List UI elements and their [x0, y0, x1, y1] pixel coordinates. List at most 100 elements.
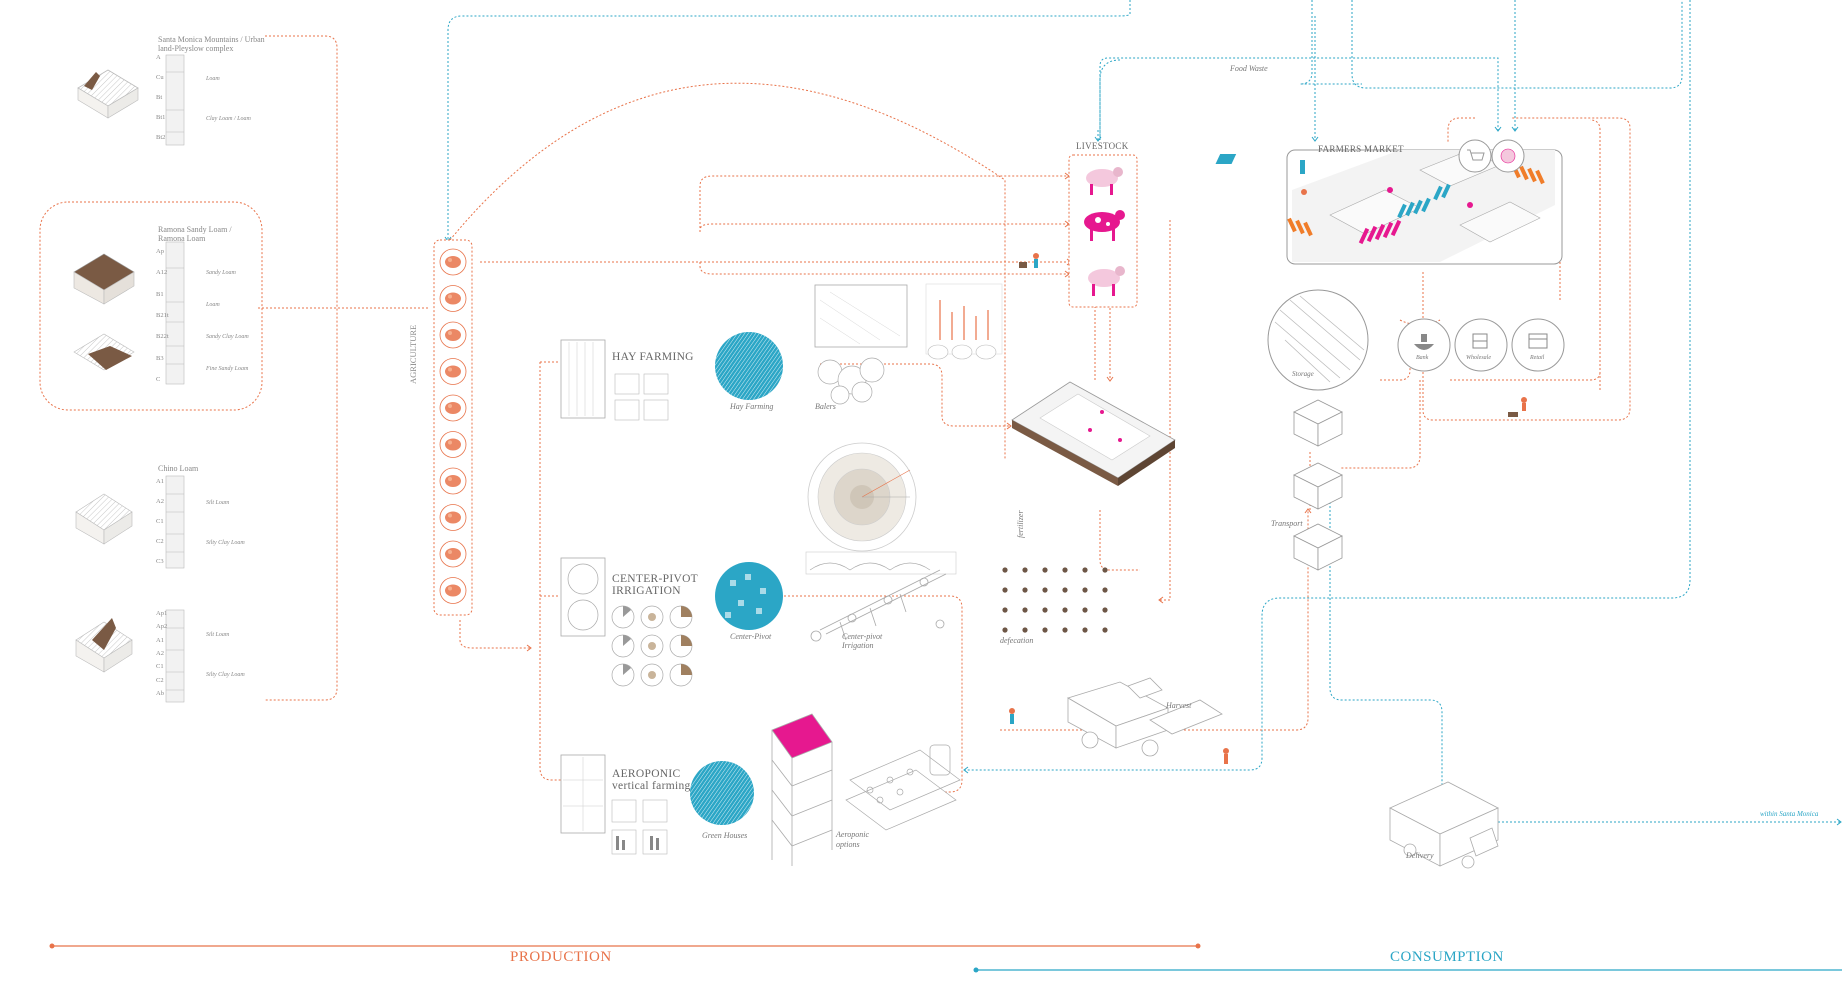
- cow-icon: [1088, 266, 1125, 296]
- dot: [1062, 567, 1068, 573]
- soil-title-1: Santa Monica Mountains / Urban land-Pley…: [158, 35, 265, 53]
- fertilizer-label: fertilizer: [1016, 510, 1025, 538]
- defecation-dots: [1002, 567, 1108, 633]
- aeroponic: [560, 713, 961, 866]
- soil-horizon-label: A12: [156, 269, 168, 277]
- produce-icon: [439, 431, 467, 458]
- phase-bars: [49, 943, 1842, 973]
- soil-horizon-label: Ap1: [156, 610, 168, 617]
- dot: [1022, 587, 1028, 593]
- soil-horizon-label: Bt1: [156, 114, 166, 121]
- aero-system-caption-1: Aeroponic: [836, 830, 870, 839]
- agriculture-column: [433, 239, 473, 616]
- pivot-title-1: CENTER-PIVOT: [612, 573, 699, 585]
- dot: [1042, 627, 1048, 633]
- pivot-title-2: IRRIGATION: [612, 585, 681, 597]
- delivery-truck: [1389, 781, 1499, 869]
- soil-horizon-label: B22t: [156, 333, 169, 341]
- soil-title-3: Chino Loam: [158, 464, 199, 473]
- harvester: [1067, 677, 1223, 757]
- dot: [1022, 627, 1028, 633]
- soil-horizon-label: C2: [156, 676, 164, 684]
- soil-texture-label: Sandy Loam: [206, 270, 236, 276]
- hay-farming: [560, 283, 1003, 421]
- food-waste-label: Food Waste: [1230, 64, 1268, 73]
- market-stalls: [1215, 154, 1545, 245]
- dot: [1022, 607, 1028, 613]
- soil-horizon-label: C2: [156, 538, 164, 545]
- dot: [1082, 607, 1088, 613]
- soil-block-1: [77, 54, 185, 146]
- harvest-label: Harvest: [1166, 701, 1192, 710]
- storage-circle: [1267, 289, 1369, 391]
- cow-icon: [1084, 210, 1125, 241]
- retail-circles: [1397, 318, 1565, 372]
- soil-texture-label: Silty Clay Loam: [206, 540, 245, 546]
- soil-horizon-label: Cu: [156, 74, 164, 81]
- pivot-system-sketch: [810, 569, 947, 642]
- soil-horizon-label: A2: [156, 498, 164, 505]
- livestock-box: [1068, 154, 1138, 308]
- livestock-label: LIVESTOCK: [1076, 141, 1129, 151]
- wholesale-label: Wholesale: [1466, 355, 1491, 361]
- produce-icon: [439, 540, 467, 568]
- consumption-label: CONSUMPTION: [1390, 949, 1504, 965]
- center-pivot: [560, 442, 957, 687]
- soil-horizon-label: A: [156, 54, 161, 61]
- dot: [1102, 627, 1108, 633]
- dot: [1002, 567, 1008, 573]
- soil-horizon-label: C1: [156, 518, 164, 525]
- vertical-farm-tower: [771, 713, 833, 866]
- dot: [1062, 587, 1068, 593]
- retail-icon: [1511, 318, 1565, 372]
- livestock-yard: [1011, 381, 1176, 486]
- soil-horizon-label: Ap: [156, 248, 164, 255]
- pivot-sample-circle: [640, 663, 664, 687]
- retail-label: Retail: [1530, 355, 1545, 361]
- agriculture-icons: [439, 248, 467, 604]
- dot: [1062, 607, 1068, 613]
- pivot-circle-caption: Center-Pivot: [730, 632, 772, 641]
- dot: [1082, 627, 1088, 633]
- soil-horizon-label: B1: [156, 290, 164, 298]
- pivot-circle: [715, 562, 783, 630]
- pivot-sample-circle: [669, 663, 693, 687]
- dot: [1002, 627, 1008, 633]
- storage-boxes: [1293, 399, 1343, 571]
- dot: [1102, 607, 1108, 613]
- aero-title-1: AEROPONIC: [612, 768, 681, 780]
- soil-texture-label: Clay Loam / Loam: [206, 116, 251, 122]
- soil-horizon-label: Bt2: [156, 134, 166, 141]
- agriculture-label: AGRICULTURE: [408, 324, 418, 384]
- greenhouse-caption: Green Houses: [702, 831, 748, 840]
- aeroponic-racks: [845, 744, 961, 831]
- produce-icon: [439, 467, 467, 495]
- people: [1009, 253, 1527, 764]
- hay-title: HAY FARMING: [612, 351, 694, 363]
- pivot-sample-circle: [669, 605, 693, 629]
- soil-horizon-label: Ap2: [156, 623, 168, 631]
- dot: [1102, 587, 1108, 593]
- dot: [1042, 587, 1048, 593]
- pivot-sample-circle: [640, 634, 664, 658]
- soil-horizon-label: C1: [156, 663, 164, 671]
- cart-icon: [1458, 139, 1492, 173]
- hay-circle-caption: Hay Farming: [730, 402, 774, 411]
- within-santa-monica-label: within Santa Monica: [1760, 810, 1819, 818]
- consumption-flows: [444, 0, 1842, 826]
- soil-texture-label: Sandy Clay Loam: [206, 334, 249, 340]
- produce-icon: [439, 248, 467, 276]
- dot: [1042, 567, 1048, 573]
- aero-system-caption-2: options: [836, 840, 860, 849]
- pivot-sample-circle: [611, 634, 635, 658]
- pivot-system-caption-2: Irrigation: [842, 641, 874, 650]
- cart-icon-glyph: [1467, 149, 1485, 161]
- farmers-market-box: [1215, 139, 1563, 265]
- dot: [1102, 567, 1108, 573]
- dot: [1042, 607, 1048, 613]
- hay-chart-sketch: [925, 283, 1003, 360]
- farmers-market-label: FARMERS MARKET: [1318, 144, 1404, 154]
- produce-icon: [439, 504, 467, 531]
- defecation-label: defecation: [1000, 636, 1034, 645]
- soil-horizon-label: Ab: [156, 690, 164, 697]
